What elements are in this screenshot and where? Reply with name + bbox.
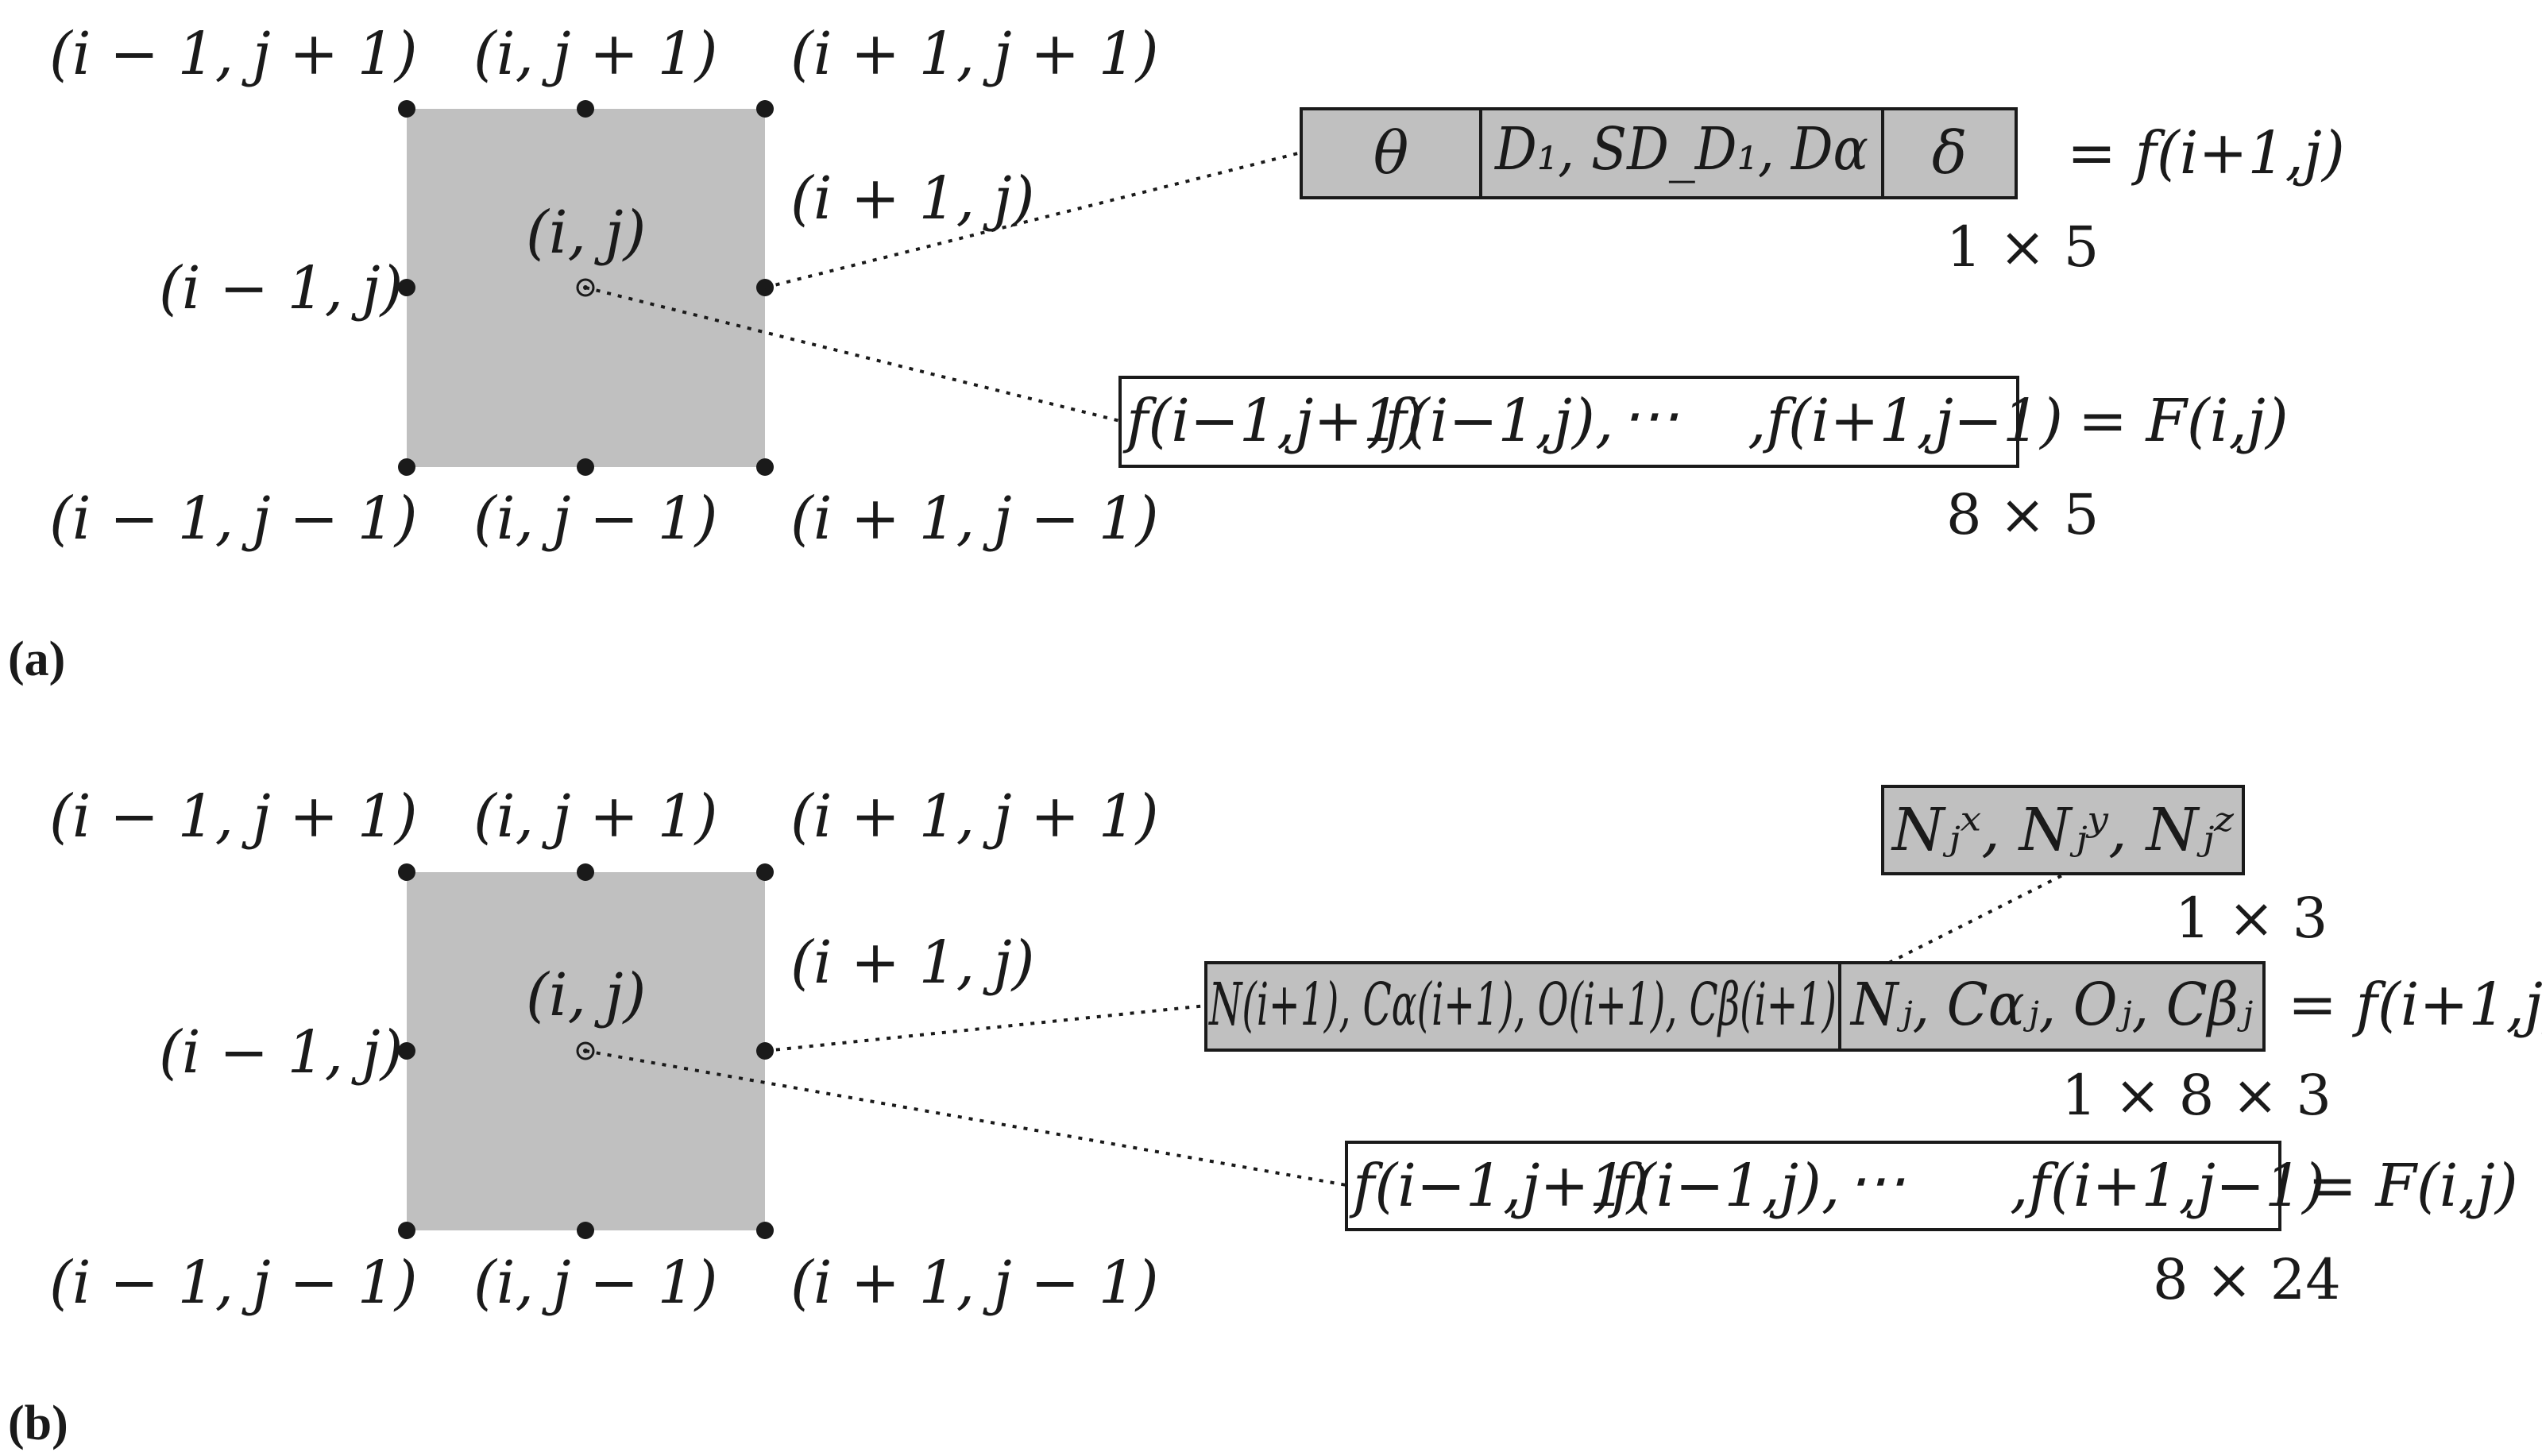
grid-point xyxy=(577,863,594,881)
leader-feature-b xyxy=(764,1004,1207,1052)
matrix-equals-b: = F(i,j) xyxy=(2308,1152,2518,1220)
normal-text-b: Nⱼˣ, Nⱼʸ, Nⱼᶻ xyxy=(1891,796,2234,864)
label-top-center-a: (i, j + 1) xyxy=(473,20,718,88)
feature-text-residue-j: Nⱼ, Cαⱼ, Oⱼ, Cβⱼ xyxy=(1849,971,2253,1039)
feature-cell-delta xyxy=(1881,107,2018,199)
matrix-equals-a: = F(i,j) xyxy=(2078,387,2289,455)
matrix-box-b xyxy=(1345,1141,2281,1231)
grid-points-a xyxy=(398,100,774,476)
label-bottom-right-b: (i + 1, j − 1) xyxy=(790,1249,1159,1317)
feature-cell-distances xyxy=(1479,107,1884,199)
panel-label-b: (b) xyxy=(8,1396,68,1450)
feature-matrix-a: f(i−1,j+1) ,f(i−1,j), ⋯ ,f(i+1,j−1) = F(… xyxy=(1118,376,2289,547)
matrix-ellipsis-a: ⋯ xyxy=(1621,381,1679,450)
grid-point xyxy=(756,100,774,118)
matrix-text-last-b: ,f(i+1,j−1) xyxy=(2010,1152,2325,1220)
matrix-text-first-a: f(i−1,j+1) xyxy=(1122,387,1423,455)
panel-b: (i − 1, j + 1) (i, j + 1) (i + 1, j + 1)… xyxy=(8,782,2542,1450)
matrix-text-last-a: ,f(i+1,j−1) xyxy=(1748,387,2063,455)
label-top-left-a: (i − 1, j + 1) xyxy=(49,20,418,88)
feature-equals-a: = f(i+1,j) xyxy=(2067,119,2345,187)
feature-text-residue-i1: N(i+1), Cα(i+1), O(i+1), Cβ(i+1) xyxy=(1208,971,1837,1039)
feature-text-delta: δ xyxy=(1932,119,1968,187)
matrix-text-second-a: ,f(i−1,j), xyxy=(1366,387,1613,455)
matrix-dims-b: 8 × 24 xyxy=(2153,1247,2341,1312)
matrix-ellipsis-b: ⋯ xyxy=(1847,1146,1906,1215)
label-mid-right-b: (i + 1, j) xyxy=(790,929,1035,997)
leader-feature-a xyxy=(764,151,1302,289)
grid-point xyxy=(577,458,594,476)
label-bottom-center-a: (i, j − 1) xyxy=(473,485,718,553)
label-center-a: (i, j) xyxy=(526,199,646,267)
label-top-right-b: (i + 1, j + 1) xyxy=(790,782,1159,851)
grid-point xyxy=(398,1042,415,1060)
label-mid-left-b: (i − 1, j) xyxy=(159,1018,404,1087)
label-mid-right-a: (i + 1, j) xyxy=(790,164,1035,233)
feature-equals-b: = f(i+1,j) xyxy=(2288,971,2542,1039)
label-mid-left-a: (i − 1, j) xyxy=(159,254,404,322)
grid-point xyxy=(577,1222,594,1239)
feature-dims-a: 1 × 5 xyxy=(1946,214,2099,280)
feature-vector-a: θ D₁, SD_D₁, Dα δ = f(i+1,j) 1 × 5 xyxy=(1300,107,2345,280)
label-bottom-left-b: (i − 1, j − 1) xyxy=(49,1249,418,1317)
center-point-a xyxy=(576,278,595,297)
label-bottom-left-a: (i − 1, j − 1) xyxy=(49,485,418,553)
center-point-b xyxy=(576,1041,595,1060)
grid-point xyxy=(756,863,774,881)
matrix-dims-a: 8 × 5 xyxy=(1946,482,2099,547)
label-bottom-center-b: (i, j − 1) xyxy=(473,1249,718,1317)
panel-label-a: (a) xyxy=(8,632,65,686)
label-top-right-a: (i + 1, j + 1) xyxy=(790,20,1159,88)
feature-cell-residue-j xyxy=(1838,961,2266,1052)
panel-a: (i − 1, j + 1) (i, j + 1) (i + 1, j + 1)… xyxy=(8,20,2345,686)
leader-normal-b xyxy=(1888,872,2066,964)
feature-text-distances: D₁, SD_D₁, Dα xyxy=(1493,115,1868,183)
feature-text-theta: θ xyxy=(1373,119,1409,187)
grid-point xyxy=(756,1222,774,1239)
grid-point xyxy=(398,279,415,296)
feature-cell-theta xyxy=(1300,107,1482,199)
grid-point xyxy=(577,100,594,118)
matrix-box-a xyxy=(1118,376,2019,468)
label-center-b: (i, j) xyxy=(526,961,646,1029)
matrix-text-first-b: f(i−1,j+1) xyxy=(1349,1152,1649,1220)
grid-point xyxy=(756,458,774,476)
feature-matrix-b: f(i−1,j+1) ,f(i−1,j), ⋯ ,f(i+1,j−1) = F(… xyxy=(1345,1141,2518,1312)
leader-matrix-a xyxy=(585,286,1121,423)
grid-point xyxy=(398,1222,415,1239)
normal-vector-b: Nⱼˣ, Nⱼʸ, Nⱼᶻ 1 × 3 xyxy=(1881,785,2328,951)
grid-point xyxy=(398,458,415,476)
feature-dims-b: 1 × 8 × 3 xyxy=(2061,1063,2331,1128)
normal-dims-b: 1 × 3 xyxy=(2175,886,2328,951)
feature-vector-b: N(i+1), Cα(i+1), O(i+1), Cβ(i+1) Nⱼ, Cαⱼ… xyxy=(1204,961,2542,1128)
normal-box-b xyxy=(1881,785,2245,875)
matrix-text-second-b: ,f(i−1,j), xyxy=(1593,1152,1840,1220)
grid-point xyxy=(398,100,415,118)
feature-cell-residue-i1 xyxy=(1204,961,1841,1052)
label-top-left-b: (i − 1, j + 1) xyxy=(49,782,418,851)
label-bottom-right-a: (i + 1, j − 1) xyxy=(790,485,1159,553)
grid-point xyxy=(398,863,415,881)
label-top-center-b: (i, j + 1) xyxy=(473,782,718,851)
